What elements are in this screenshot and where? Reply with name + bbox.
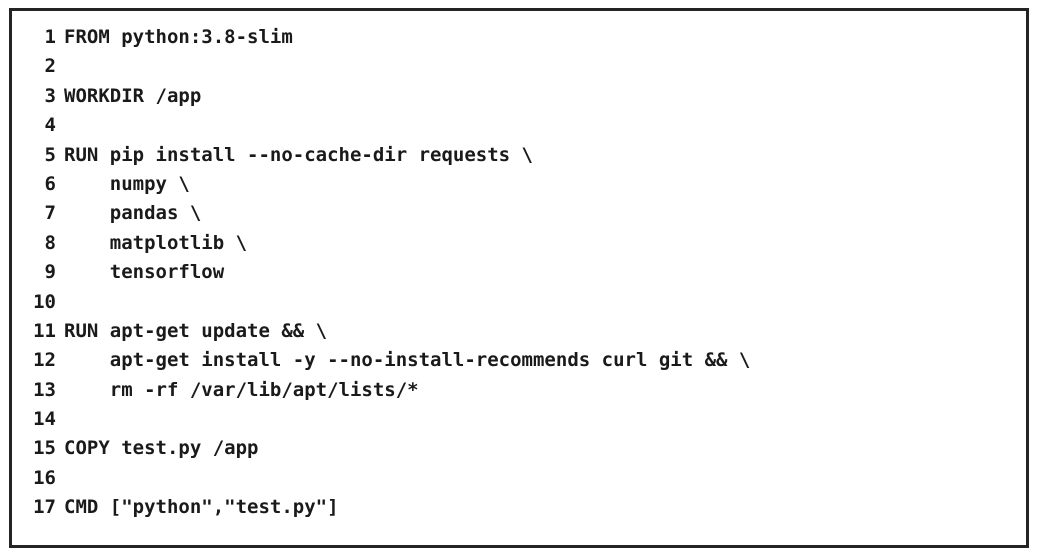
- code-line[interactable]: 17 CMD ["python","test.py"]: [12, 493, 1026, 522]
- code-line[interactable]: 16: [12, 464, 1026, 493]
- code-line[interactable]: 6 numpy \: [12, 170, 1026, 199]
- line-content[interactable]: tensorflow: [64, 261, 225, 284]
- line-number: 4: [44, 114, 56, 137]
- line-content[interactable]: matplotlib \: [64, 231, 248, 254]
- line-number: 17: [33, 496, 56, 519]
- code-line[interactable]: 12 apt-get install -y --no-install-recom…: [12, 346, 1026, 375]
- line-content[interactable]: rm -rf /var/lib/apt/lists/*: [64, 378, 419, 401]
- code-line[interactable]: 5 RUN pip install --no-cache-dir requests…: [12, 141, 1026, 170]
- line-number: 11: [33, 319, 56, 342]
- line-number: 8: [44, 231, 56, 254]
- line-content[interactable]: CMD ["python","test.py"]: [64, 496, 339, 519]
- line-number: 7: [44, 202, 56, 225]
- line-content[interactable]: WORKDIR /app: [64, 84, 202, 107]
- code-line[interactable]: 8 matplotlib \: [12, 229, 1026, 258]
- code-line[interactable]: 3 WORKDIR /app: [12, 82, 1026, 111]
- line-content[interactable]: RUN pip install --no-cache-dir requests …: [64, 143, 533, 166]
- line-number: 15: [33, 437, 56, 460]
- line-content[interactable]: numpy \: [64, 172, 190, 195]
- line-content[interactable]: COPY test.py /app: [64, 437, 259, 460]
- line-number: 3: [44, 84, 56, 107]
- line-content[interactable]: [56, 464, 1026, 493]
- code-line[interactable]: 9 tensorflow: [12, 258, 1026, 287]
- line-number: 6: [44, 172, 56, 195]
- line-content[interactable]: [56, 405, 1026, 434]
- line-number: 5: [44, 143, 56, 166]
- line-number: 14: [33, 408, 56, 431]
- code-line[interactable]: 2: [12, 52, 1026, 81]
- line-number: 2: [44, 55, 56, 78]
- code-line[interactable]: 7 pandas \: [12, 199, 1026, 228]
- line-number: 13: [33, 378, 56, 401]
- line-content[interactable]: pandas \: [64, 202, 202, 225]
- code-line[interactable]: 11 RUN apt-get update && \: [12, 317, 1026, 346]
- line-number: 12: [33, 349, 56, 372]
- line-content[interactable]: apt-get install -y --no-install-recommen…: [64, 349, 751, 372]
- line-number: 9: [44, 261, 56, 284]
- code-line[interactable]: 15 COPY test.py /app: [12, 434, 1026, 463]
- code-line[interactable]: 4: [12, 111, 1026, 140]
- line-content[interactable]: [56, 111, 1026, 140]
- code-line[interactable]: 1 FROM python:3.8-slim: [12, 23, 1026, 52]
- line-content[interactable]: [56, 288, 1026, 317]
- line-number: 10: [33, 290, 56, 313]
- code-line[interactable]: 13 rm -rf /var/lib/apt/lists/*: [12, 376, 1026, 405]
- code-line[interactable]: 14: [12, 405, 1026, 434]
- line-number: 1: [44, 26, 56, 48]
- line-number: 16: [33, 466, 56, 489]
- line-content[interactable]: FROM python:3.8-slim: [64, 26, 293, 48]
- line-content[interactable]: [56, 52, 1026, 81]
- line-content[interactable]: RUN apt-get update && \: [64, 319, 328, 342]
- code-line[interactable]: 10: [12, 288, 1026, 317]
